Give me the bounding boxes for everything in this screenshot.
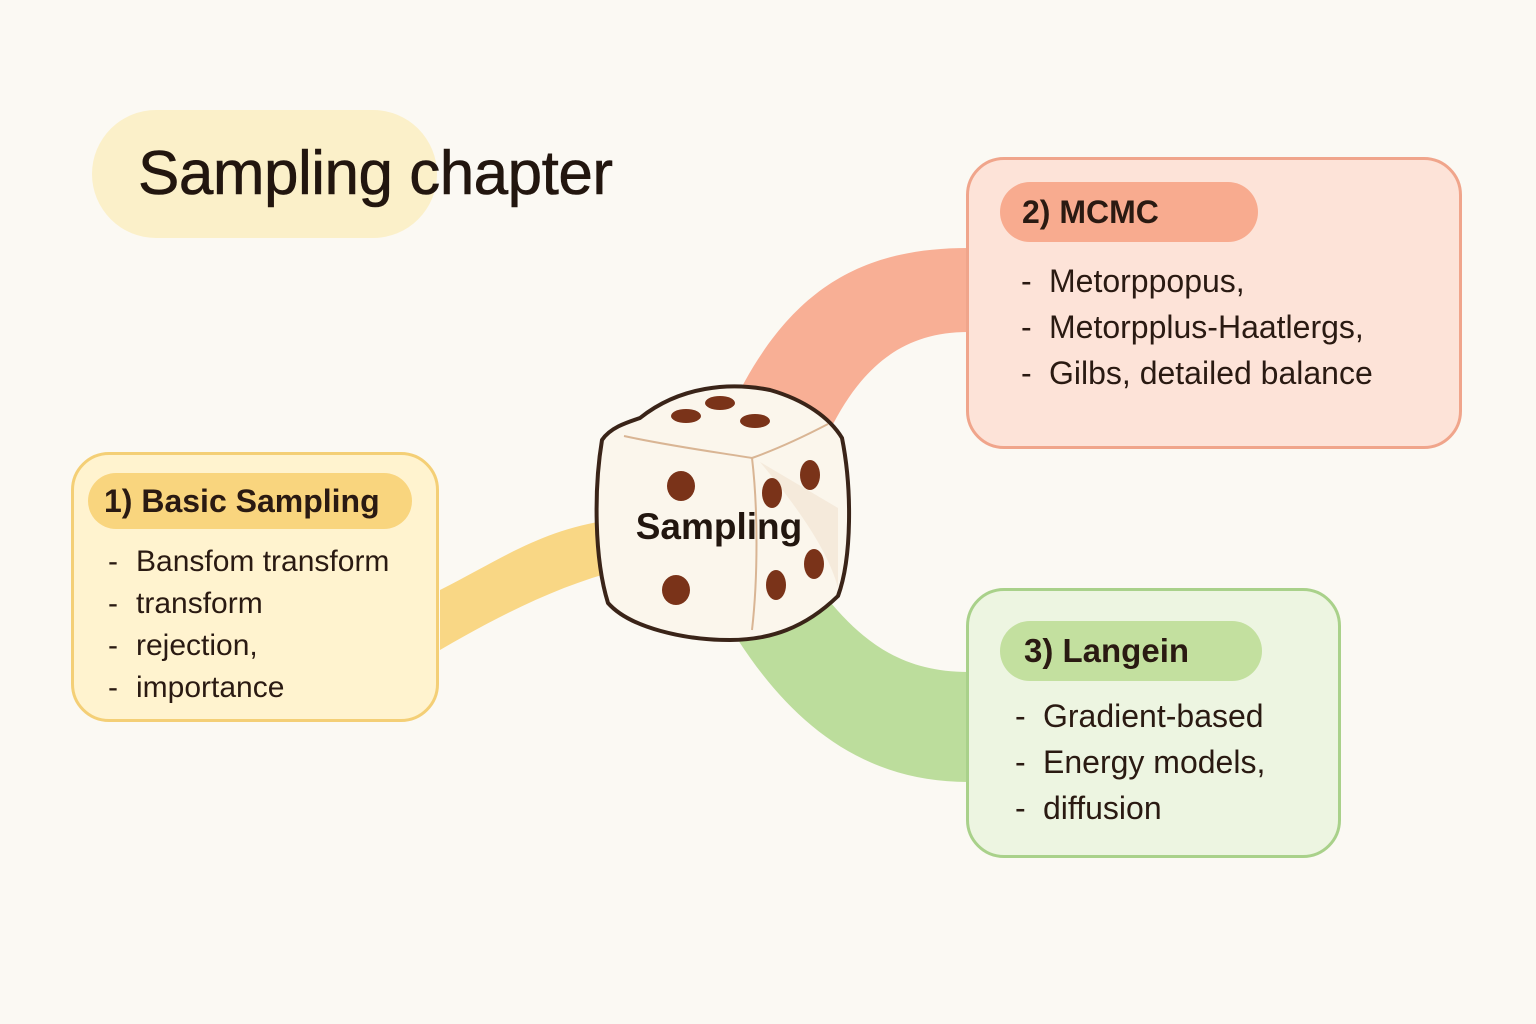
branch-heading: 2) MCMC [1000,182,1258,242]
list-item: Metorppopus, [1021,258,1373,304]
list-item: importance [108,667,389,709]
list-item: Bansfom transform [108,541,389,583]
dice-icon [594,384,852,642]
list-item: transform [108,583,389,625]
branch-card-basic-sampling: 1) Basic Sampling Bansfom transform tran… [71,452,439,722]
branch-heading: 3) Langein [1000,621,1262,681]
connector-langevin [738,592,968,782]
branch-card-mcmc: 2) MCMC Metorppopus, Metorpplus-Haatlerg… [966,157,1462,449]
branch-item-list: Metorppopus, Metorpplus-Haatlergs, Gilbs… [1021,258,1373,396]
list-item: Gradient-based [1015,693,1265,739]
list-item: diffusion [1015,785,1265,831]
list-item: Gilbs, detailed balance [1021,350,1373,396]
branch-item-list: Bansfom transform transform rejection, i… [108,541,389,709]
list-item: Energy models, [1015,739,1265,785]
list-item: Metorpplus-Haatlergs, [1021,304,1373,350]
branch-card-langevin: 3) Langein Gradient-based Energy models,… [966,588,1341,858]
branch-item-list: Gradient-based Energy models, diffusion [1015,693,1265,831]
center-label: Sampling [635,506,803,547]
connector-basic [440,520,620,650]
list-item: rejection, [108,625,389,667]
branch-heading: 1) Basic Sampling [88,473,412,529]
title-pill [92,110,437,238]
connector-mcmc [735,248,968,430]
page-title: Sampling chapter [138,139,614,209]
